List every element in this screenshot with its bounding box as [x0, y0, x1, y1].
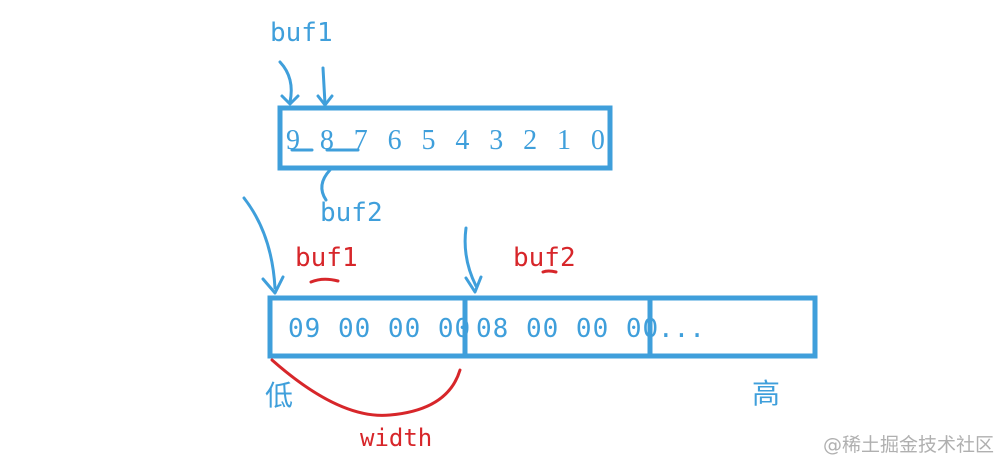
- width-label: width: [360, 424, 433, 452]
- buf2-bytes: 08 00 00 00: [476, 314, 660, 344]
- digit: 9: [286, 125, 300, 156]
- top-array-box: [277, 105, 613, 171]
- arrow-buf2-top: [320, 168, 332, 202]
- digit: 5: [421, 125, 436, 156]
- top-buf2-label: buf2: [320, 198, 383, 228]
- high-label: 高: [752, 377, 781, 410]
- arrow-buf1-top-left: [278, 60, 293, 104]
- more-box: [647, 295, 818, 359]
- arrow-buf1-top-left-head: [280, 94, 300, 106]
- arrow-buf1-top-right: [321, 66, 327, 106]
- top-buf1-label: buf1: [270, 18, 333, 48]
- watermark: @稀土掘金技术社区: [822, 434, 994, 456]
- buf1-bytes: 09 00 00 00: [288, 314, 472, 344]
- lower-arrow-left-head: [261, 275, 285, 295]
- digit: 8: [319, 125, 334, 156]
- low-label: 低: [265, 379, 294, 412]
- digit: 7: [353, 125, 368, 156]
- buf2-red-underline: [541, 269, 558, 274]
- lower-arrow-left: [242, 196, 277, 290]
- arrow-buf1-top-right-head: [316, 94, 334, 107]
- ellipsis: ...: [658, 314, 705, 344]
- digit: 4: [455, 125, 470, 156]
- digit: 3: [489, 125, 504, 156]
- digit: 1: [557, 125, 571, 156]
- buf1-red-underline: [309, 277, 340, 284]
- buf1-red-label: buf1: [295, 243, 358, 273]
- digit: 6: [387, 125, 402, 156]
- lower-arrow-right-head: [464, 275, 483, 294]
- buf2-red-label: buf2: [513, 243, 576, 273]
- top-digit-row: 9 8 7 6 5 4 3 2 1 0: [283, 125, 608, 157]
- lower-arrow-right: [463, 226, 478, 288]
- digit: 0: [590, 125, 605, 156]
- digit: 2: [523, 125, 538, 156]
- width-brace: [270, 358, 462, 417]
